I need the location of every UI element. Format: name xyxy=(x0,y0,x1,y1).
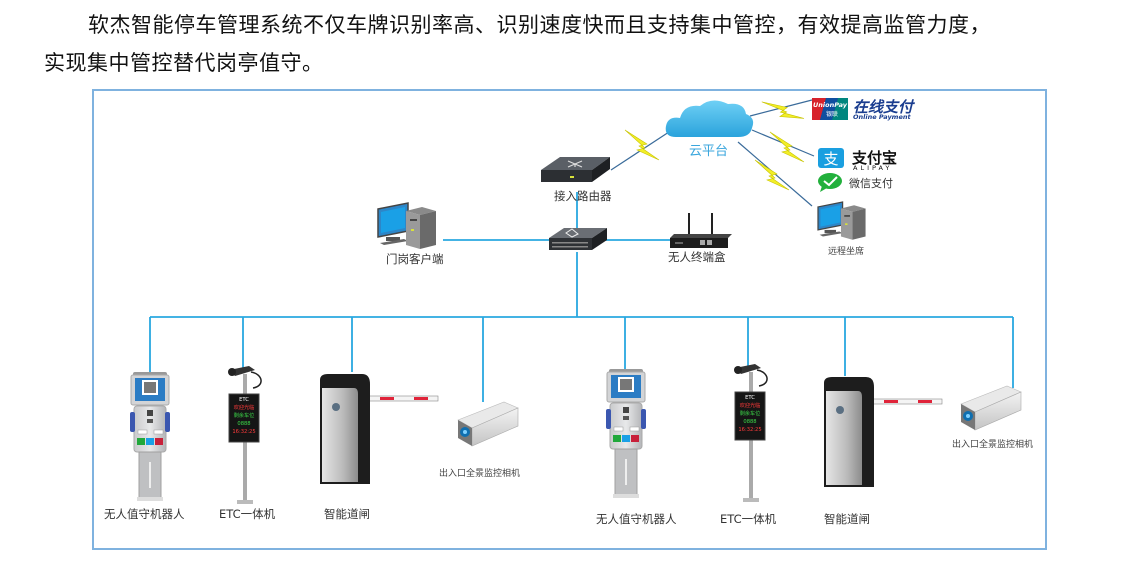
etc-display-line: 0888 xyxy=(237,421,250,427)
etc-display-line: 欢迎光临 xyxy=(234,403,255,411)
camera-left-label: 出入口全景监控相机 xyxy=(439,469,521,479)
etc-display-line: 16:32:25 xyxy=(738,427,761,433)
remote-seat-pc-icon xyxy=(817,201,867,241)
alipay-logo: 支 xyxy=(818,148,844,168)
intro-line-2: 实现集中管控替代岗亭值守。 xyxy=(44,51,324,75)
gate-client-pc-icon xyxy=(377,202,437,250)
barrier-gate-right-icon xyxy=(823,376,943,488)
etc-display-line: 剩余车位 xyxy=(740,409,761,417)
terminal-box-label: 无人终端盒 xyxy=(668,250,726,264)
etc-unit-left-label: ETC一体机 xyxy=(219,507,276,521)
camera-right-label: 出入口全景监控相机 xyxy=(952,440,1034,450)
kiosk-robot-right-icon xyxy=(605,368,647,499)
terminal-box-icon xyxy=(670,213,732,248)
wechat-pay-title: 微信支付 xyxy=(849,177,893,190)
alipay-subtitle: ALIPAY xyxy=(853,164,893,172)
etc-unit-left-icon xyxy=(227,365,262,505)
wireless-bolt-alipay xyxy=(769,131,805,163)
kiosk-robot-right-label: 无人值守机器人 xyxy=(596,512,677,526)
etc-display-line: 剩余车位 xyxy=(234,411,255,419)
router-label: 接入路由器 xyxy=(554,189,612,203)
etc-display-line: 16:32:25 xyxy=(232,429,255,435)
etc-display-line: ETC xyxy=(745,395,755,401)
unionpay-logo-subtext: 银联 xyxy=(826,110,838,118)
wireless-bolt-router xyxy=(624,129,660,161)
etc-display-line: 欢迎光临 xyxy=(740,401,761,409)
router-icon xyxy=(541,157,610,182)
alipay-title: 支付宝 xyxy=(852,149,898,167)
etc-display-line: ETC xyxy=(239,397,249,403)
intro-line-1: 软杰智能停车管理系统不仅车牌识别率高、识别速度快而且支持集中管控，有效提高监管力… xyxy=(88,13,991,37)
camera-left-icon xyxy=(457,401,519,447)
etc-unit-right-label: ETC一体机 xyxy=(720,512,777,526)
intro-paragraph: 软杰智能停车管理系统不仅车牌识别率高、识别速度快而且支持集中管控，有效提高监管力… xyxy=(44,6,1114,82)
kiosk-robot-left-label: 无人值守机器人 xyxy=(104,507,185,521)
barrier-gate-left-label: 智能道闸 xyxy=(324,507,370,521)
wireless-bolt-remote xyxy=(754,159,790,191)
unionpay-title: 在线支付 xyxy=(853,98,914,116)
network-lines xyxy=(149,192,1014,402)
unionpay-logo-text: UnionPay xyxy=(813,101,848,109)
wechat-pay-logo xyxy=(818,173,842,192)
kiosk-robot-left-icon xyxy=(129,371,171,502)
gate-client-label: 门岗客户端 xyxy=(386,252,444,266)
diagram-frame xyxy=(92,89,1047,550)
etc-display-line: 0888 xyxy=(743,419,756,425)
cloud-icon xyxy=(665,100,754,137)
unionpay-logo: UnionPay 银联 xyxy=(812,98,848,120)
wireless-links xyxy=(610,89,815,207)
etc-display-left: ETC 欢迎光临 剩余车位 0888 16:32:25 xyxy=(232,397,255,435)
etc-display-right: ETC 欢迎光临 剩余车位 0888 16:32:25 xyxy=(738,395,761,433)
camera-right-icon xyxy=(960,385,1022,431)
unionpay-subtitle: Online Payment xyxy=(853,113,911,121)
barrier-gate-left-icon xyxy=(319,373,439,485)
alipay-icon-glyph: 支 xyxy=(823,150,838,168)
switch-icon xyxy=(549,228,607,250)
cloud-platform-label: 云平台 xyxy=(689,144,729,159)
barrier-gate-right-label: 智能道闸 xyxy=(824,512,870,526)
remote-seat-label: 远程坐席 xyxy=(828,247,865,257)
etc-unit-right-icon xyxy=(733,363,768,503)
wireless-bolt-unionpay xyxy=(761,89,805,131)
